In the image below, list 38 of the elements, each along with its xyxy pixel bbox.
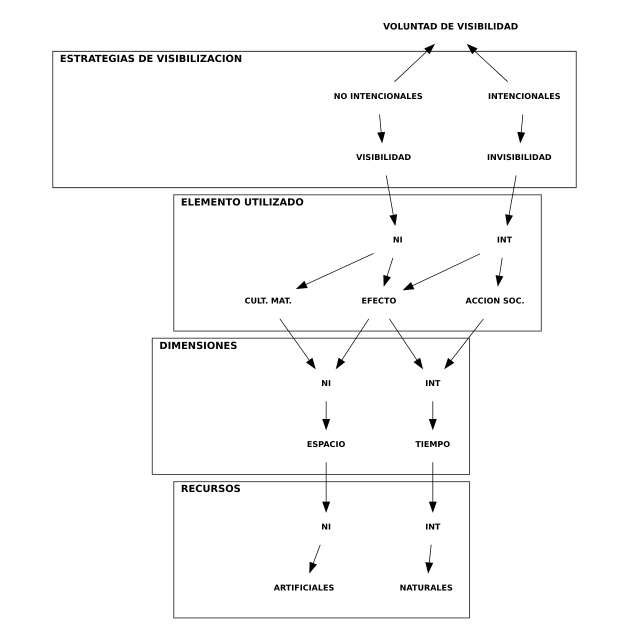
node-text: INT [496,235,512,244]
arrow [428,400,437,430]
arrow [279,318,316,370]
node-text: INT [425,522,440,532]
node-text: NO INTENCIONALES [334,92,423,102]
arrow [425,544,434,574]
node-text: ACCION SOC. [466,296,525,306]
arrow [296,253,374,290]
node-text: CULT. MAT. [244,296,292,306]
node-text: INVISIBILIDAD [487,153,552,162]
arrow [496,258,504,287]
arrow [383,258,394,287]
node-text: NI [392,235,403,244]
node-text: VOLUNTAD DE VISIBILIDAD [383,22,518,32]
arrow [377,114,386,144]
node-text: EFECTO [362,296,396,306]
node-text: NI [321,522,331,532]
node-text: NI [321,378,331,388]
arrow [336,318,370,370]
arrow [322,400,330,430]
node-text: TIEMPO [415,440,450,449]
arrow [466,44,508,82]
arrow [402,254,480,290]
arrow [394,44,436,82]
arrow [428,462,437,513]
node-text: INT [425,378,440,388]
arrow [444,318,484,370]
arrow [322,462,330,513]
arrow [309,544,321,574]
node-text: INTENCIONALES [488,92,561,102]
arrow [386,175,398,226]
node-text: VISIBILIDAD [356,153,412,162]
node-text: NATURALES [400,583,453,592]
node-text: ESPACIO [306,440,346,449]
arrow [389,318,424,370]
node-text: ARTIFICIALES [274,583,334,592]
arrow [505,175,516,226]
arrow [517,114,526,144]
